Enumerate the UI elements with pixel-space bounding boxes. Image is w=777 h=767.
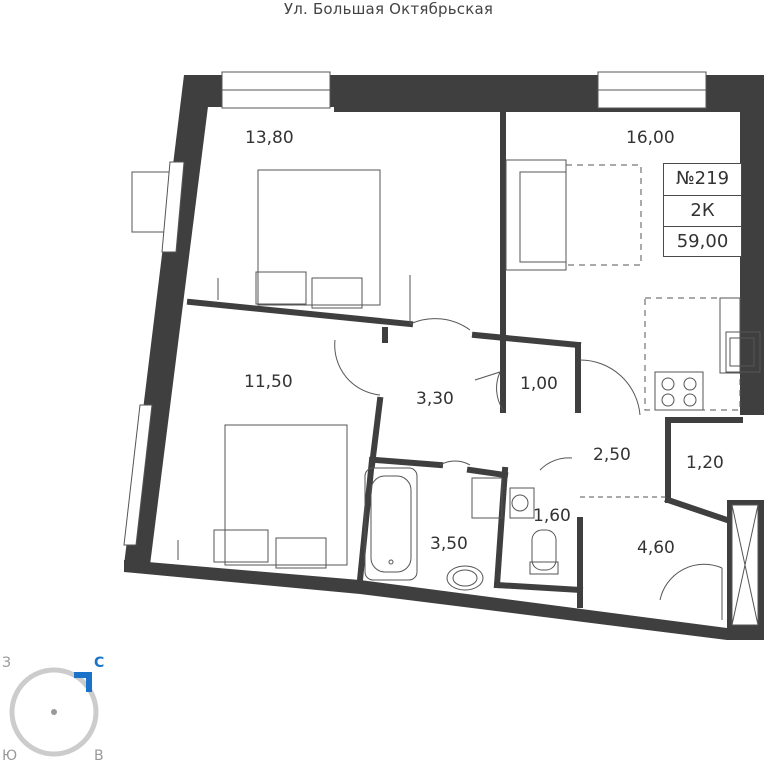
sink-icon (446, 565, 484, 591)
apartment-total-area: 59,00 (664, 226, 741, 257)
compass-west: З (2, 655, 11, 671)
toilet-icon (531, 529, 557, 571)
room-area-hall: 3,30 (416, 389, 454, 409)
sofa-icon (505, 159, 567, 271)
room-area-bedroom-top: 13,80 (245, 128, 294, 148)
apartment-type: 2К (664, 195, 741, 226)
room-area-toilet: 1,60 (533, 506, 571, 526)
room-area-entrance-hall: 4,60 (637, 538, 675, 558)
bathtub-icon (364, 467, 418, 581)
bed-icon (224, 424, 348, 566)
windows (123, 71, 759, 626)
door-swings (334, 275, 723, 620)
interior-walls (186, 107, 743, 608)
compass-east: В (94, 748, 104, 764)
room-area-closet: 1,00 (520, 374, 558, 394)
room-area-corridor: 2,50 (593, 445, 631, 465)
room-area-bathroom: 3,50 (430, 534, 468, 554)
sink-icon (725, 331, 761, 373)
room-area-living-kitchen: 16,00 (626, 128, 675, 148)
street-name: Ул. Большая Октябрьская (283, 0, 494, 18)
compass-south: Ю (2, 748, 18, 764)
compass (9, 667, 99, 757)
furniture (177, 159, 761, 591)
apartment-info-box: №219 2К 59,00 (663, 163, 742, 257)
compass-north: С (94, 655, 105, 671)
bed-icon (257, 169, 381, 306)
stove-icon (654, 371, 704, 411)
room-area-storage: 1,20 (686, 453, 724, 473)
apartment-number: №219 (675, 168, 730, 189)
room-area-bedroom-bottom: 11,50 (244, 372, 293, 392)
